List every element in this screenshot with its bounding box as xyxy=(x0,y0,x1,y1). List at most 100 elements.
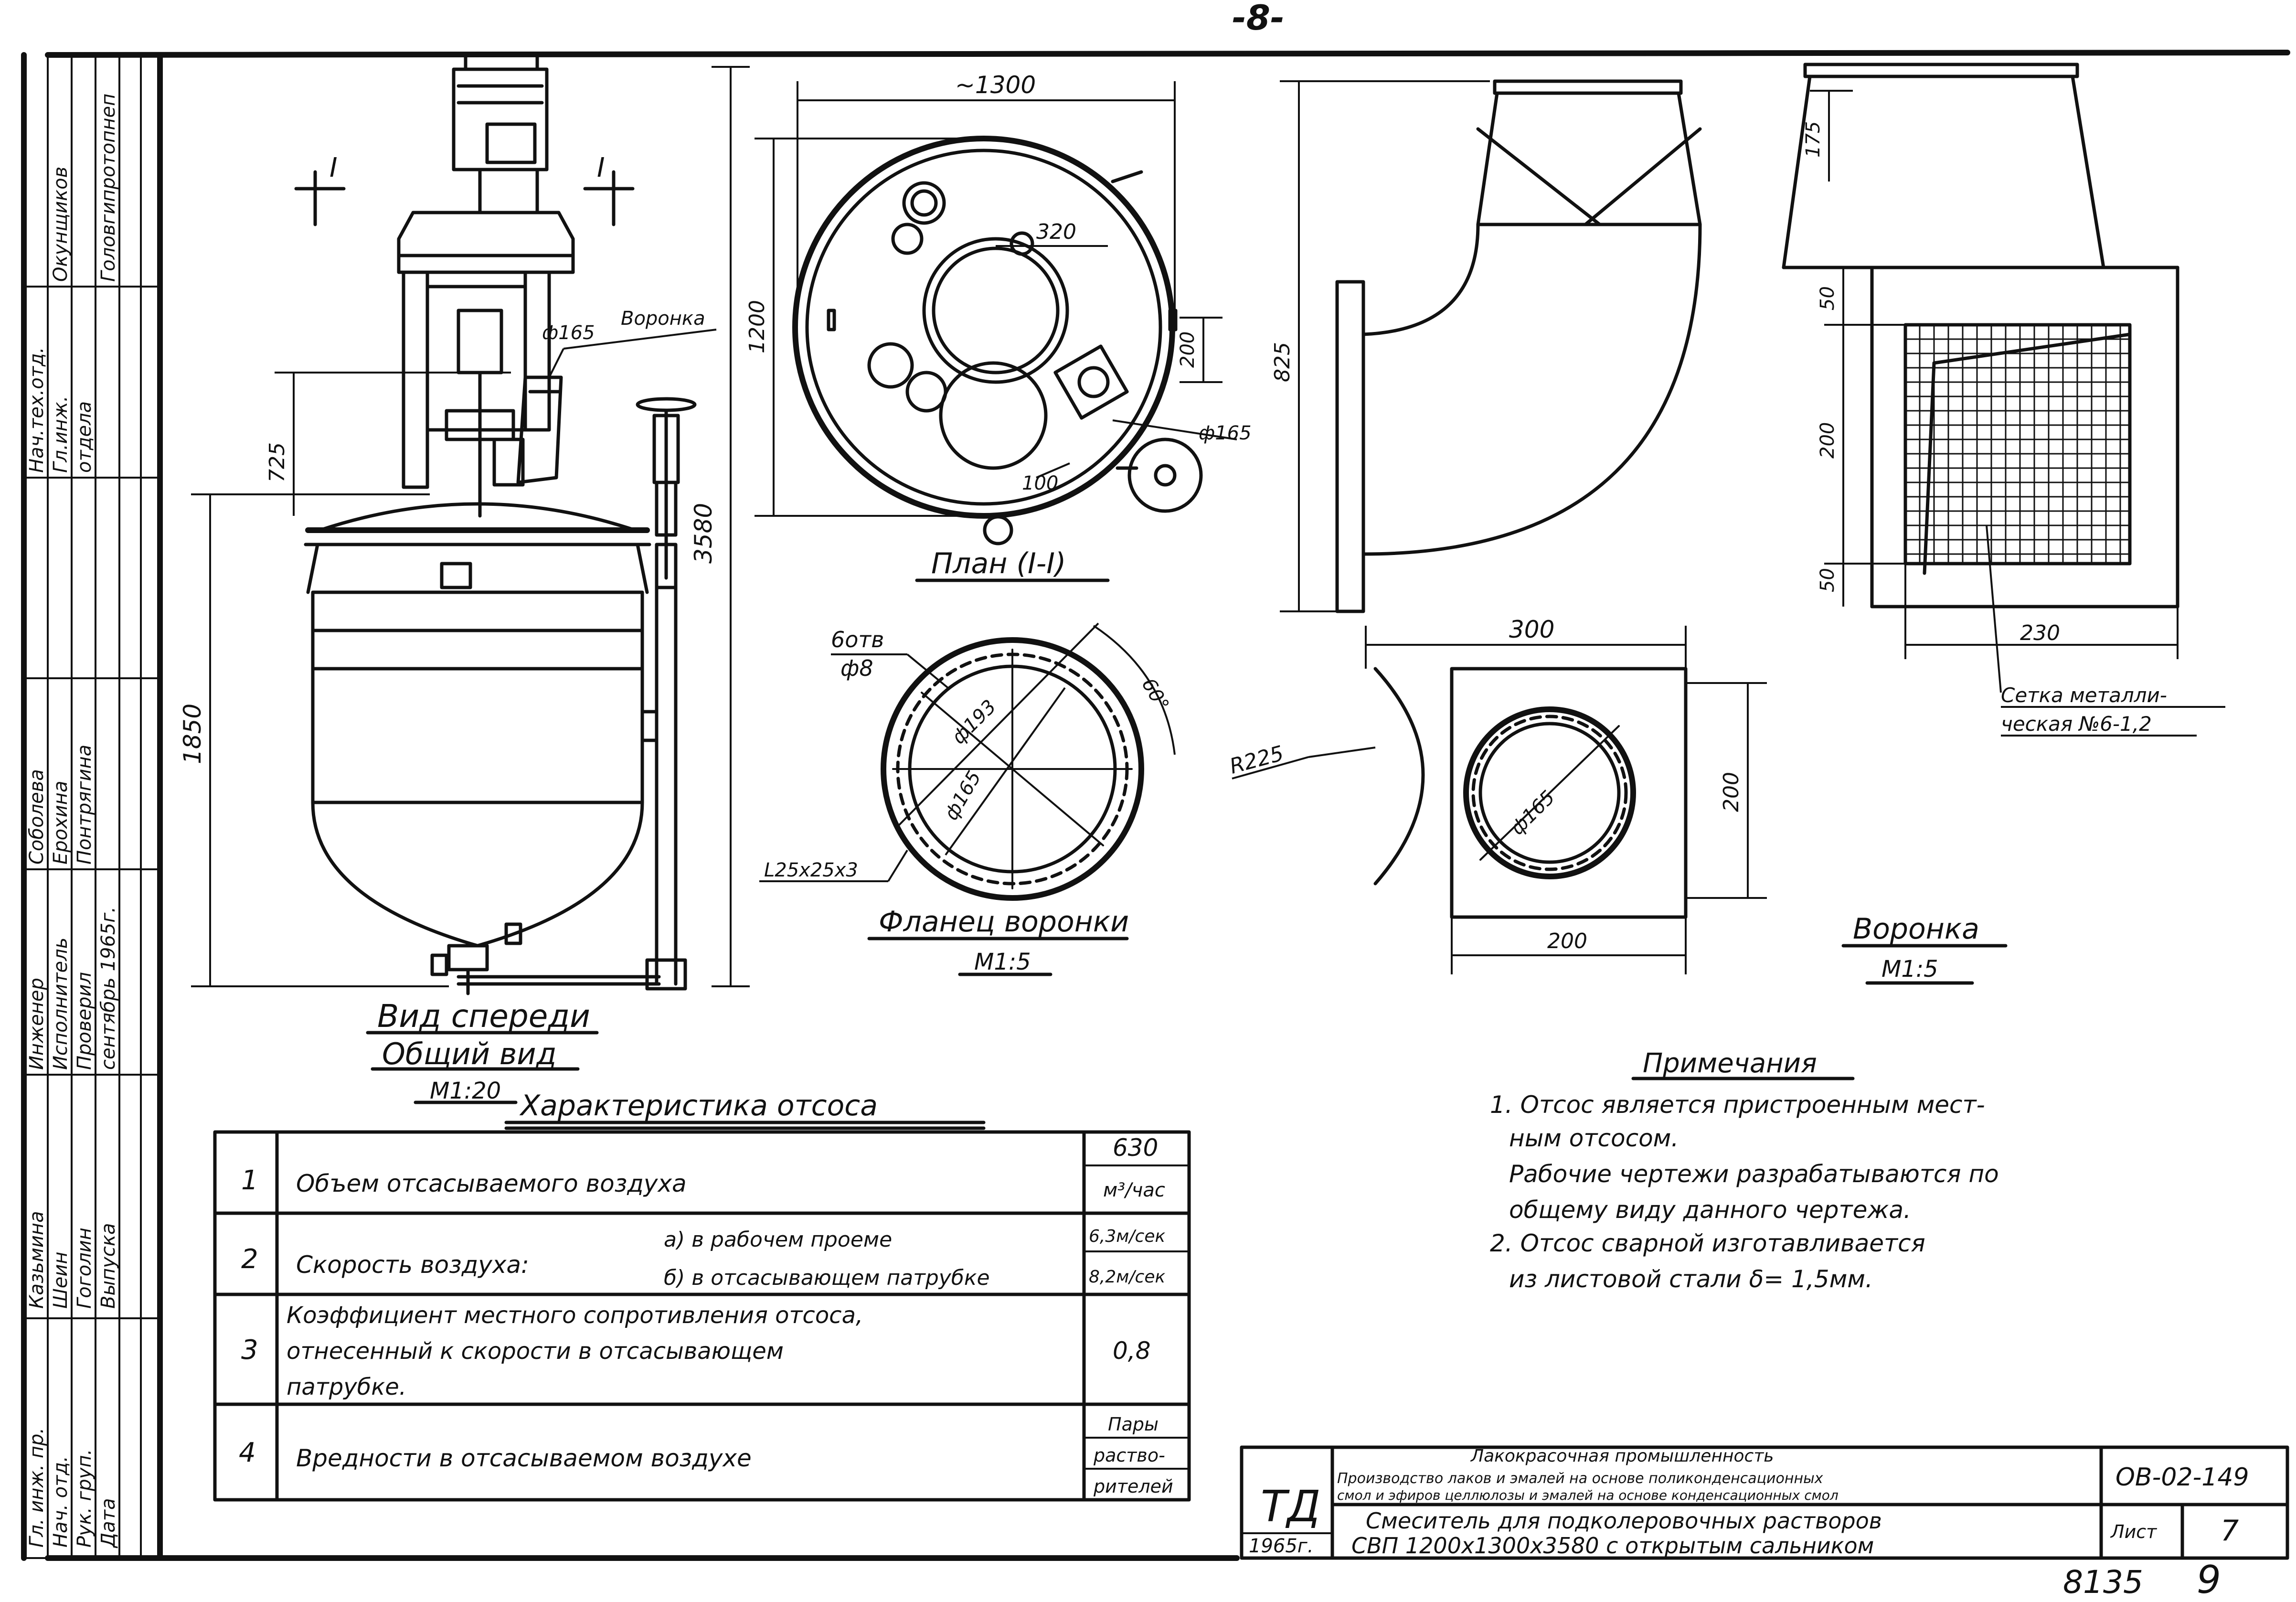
section-label-right: I xyxy=(597,152,605,183)
note-line-4: общему виду данного чертежа. xyxy=(1509,1196,1911,1224)
front-view-scale: М1:20 xyxy=(430,1078,501,1104)
side-date: сентябрь 1965г. xyxy=(97,907,119,1070)
dim-plan-100: 100 xyxy=(1022,472,1058,494)
row-4-value-1: Пары xyxy=(1108,1414,1159,1435)
row-2-value-1: 6,3м/сек xyxy=(1089,1227,1165,1246)
side-role-8: Нач.тех.отд. xyxy=(26,347,48,473)
side-name-1: Казьмина xyxy=(26,1211,48,1309)
side-name-6: Ерохина xyxy=(50,781,72,865)
grid-dim-h1: 50 xyxy=(1817,286,1839,310)
section-label-left: I xyxy=(330,152,338,183)
stamp-industry-1: Лакокрасочная промышленность xyxy=(1470,1446,1774,1466)
flange-title: Фланец воронки xyxy=(879,905,1129,939)
dim-total-height: 3580 xyxy=(690,503,717,564)
sheet-frame xyxy=(21,50,2290,1561)
note-line-6: из листовой стали δ= 1,5мм. xyxy=(1509,1265,1873,1293)
page-number: -8- xyxy=(1232,0,1285,38)
row-1-value-2: м³/час xyxy=(1103,1179,1165,1201)
front-view-subtitle: Общий вид xyxy=(382,1036,556,1071)
title-block: ТД 1965г. Лакокрасочная промышленность П… xyxy=(1240,1445,2289,1602)
front-view-title: Вид спереди xyxy=(377,998,590,1035)
front-view: I I xyxy=(179,53,750,1104)
side-role-7: Проверил xyxy=(74,972,96,1070)
side-name-2: Шеин xyxy=(50,1251,72,1309)
mesh-callout-line2: ческая №6-1,2 xyxy=(2001,712,2152,736)
flange-scale: М1:5 xyxy=(974,949,1031,975)
funnel-scale: М1:5 xyxy=(1881,956,1938,983)
side-org: Головгипротопнеп xyxy=(97,94,119,282)
stamp-archive-number: 8135 xyxy=(2063,1564,2143,1601)
side-name-3: Гоголин xyxy=(74,1228,96,1309)
funnel-side-height: 825 xyxy=(1270,342,1295,382)
stamp-doc-code: ОВ-02-149 xyxy=(2115,1463,2249,1492)
flange-view: ф193 ф165 60° 6отв ф8 L25x25x3 Фланец во… xyxy=(759,622,1176,976)
funnel-pipe-dia: ф165 xyxy=(1507,786,1560,839)
grid-dim-h2: 200 xyxy=(1817,422,1839,459)
side-role-6: Исполнитель xyxy=(50,938,72,1070)
row-1-num: 1 xyxy=(241,1165,258,1196)
plan-view-title: План (I-I) xyxy=(931,547,1066,580)
side-role-9: Гл.инж. xyxy=(50,396,72,473)
row-4-param: Вредности в отсасываемом воздухе xyxy=(296,1444,752,1472)
dim-upper-height: 725 xyxy=(265,442,289,482)
side-role-5: Инженер xyxy=(26,978,48,1070)
row-4-num: 4 xyxy=(239,1437,256,1468)
row-3-param-3: патрубке. xyxy=(287,1374,406,1400)
side-role-3: Рук. груп. xyxy=(74,1449,96,1548)
grid-box-view: 175 50 200 50 230 Сетка металли- ческая … xyxy=(1782,63,2225,985)
characteristics-title: Характеристика отсоса xyxy=(519,1089,878,1122)
grid-dim-top: 175 xyxy=(1802,121,1824,158)
dim-pipe-dia-front: ф165 xyxy=(542,322,595,344)
row-2-num: 2 xyxy=(241,1244,258,1275)
row-2-sub-b: б) в отсасывающем патрубке xyxy=(664,1266,990,1290)
row-2-sub-a: а) в рабочем проеме xyxy=(664,1228,892,1252)
row-2-value-2: 8,2м/сек xyxy=(1089,1267,1165,1287)
flange-bolts: 6отв xyxy=(831,627,884,652)
side-name-5: Соболева xyxy=(26,769,48,865)
note-line-3: Рабочие чертежи разрабатываются по xyxy=(1509,1160,1999,1188)
characteristics-table: Характеристика отсоса 1 Объем отсасываем… xyxy=(213,1089,1191,1502)
side-role-2: Нач. отд. xyxy=(50,1456,72,1548)
grid-dim-h3: 50 xyxy=(1817,568,1839,592)
side-name-4: Выпуска xyxy=(97,1223,119,1309)
funnel-base-width: 200 xyxy=(1547,929,1587,953)
side-role-10: отдела xyxy=(74,401,96,473)
row-3-num: 3 xyxy=(241,1335,258,1366)
dim-plan-200: 200 xyxy=(1177,331,1199,368)
funnel-base-height: 200 xyxy=(1719,772,1743,812)
stamp-logo: ТД xyxy=(1261,1482,1320,1532)
stamp-industry-2: Производство лаков и эмалей на основе по… xyxy=(1337,1470,1823,1487)
side-role-4: Дата xyxy=(97,1498,119,1549)
note-line-1: 1. Отсос является пристроенным мест- xyxy=(1490,1091,1985,1119)
side-name-8: Окунщиков xyxy=(50,167,72,282)
dim-plan-pipe-dia: ф165 xyxy=(1199,422,1252,444)
notes-title: Примечания xyxy=(1643,1048,1817,1079)
notes-block: Примечания 1. Отсос является пристроенны… xyxy=(1490,1048,1999,1293)
stamp-sheet-label: Лист xyxy=(2110,1521,2158,1542)
note-line-2: ным отсосом. xyxy=(1509,1124,1679,1152)
flange-angle: 60° xyxy=(1137,674,1173,715)
stamp-sheet-number: 7 xyxy=(2221,1514,2239,1548)
row-1-value-1: 630 xyxy=(1113,1134,1158,1162)
dim-plan-320: 320 xyxy=(1036,220,1076,244)
funnel-elbow-view: 825 xyxy=(1270,79,1702,613)
side-name-7: Понтрягина xyxy=(74,745,96,865)
plan-view: ~1300 1200 320 200 100 ф165 План (I-I) xyxy=(745,71,1252,582)
row-3-param-1: Коэффициент местного сопротивления отсос… xyxy=(287,1302,863,1329)
stamp-page-index: 9 xyxy=(2197,1558,2221,1602)
funnel-top-width: 300 xyxy=(1509,616,1554,643)
dim-plan-width: ~1300 xyxy=(955,71,1036,99)
side-role-1: Гл. инж. пр. xyxy=(26,1428,48,1548)
row-4-value-3: рителей xyxy=(1093,1476,1173,1497)
stamp-object-2: СВП 1200х1300х3580 с открытым сальником xyxy=(1351,1533,1874,1559)
mesh-callout-line1: Сетка металли- xyxy=(2001,684,2167,707)
funnel-radius: R225 xyxy=(1227,741,1286,779)
row-3-value: 0,8 xyxy=(1113,1337,1151,1365)
funnel-title: Воронка xyxy=(1853,912,1979,946)
note-line-5: 2. Отсос сварной изготавливается xyxy=(1490,1229,1925,1257)
grid-dim-width: 230 xyxy=(2020,621,2060,645)
dim-plan-height: 1200 xyxy=(745,300,769,353)
flange-profile: L25x25x3 xyxy=(764,859,858,881)
row-1-param: Объем отсасываемого воздуха xyxy=(296,1170,687,1197)
